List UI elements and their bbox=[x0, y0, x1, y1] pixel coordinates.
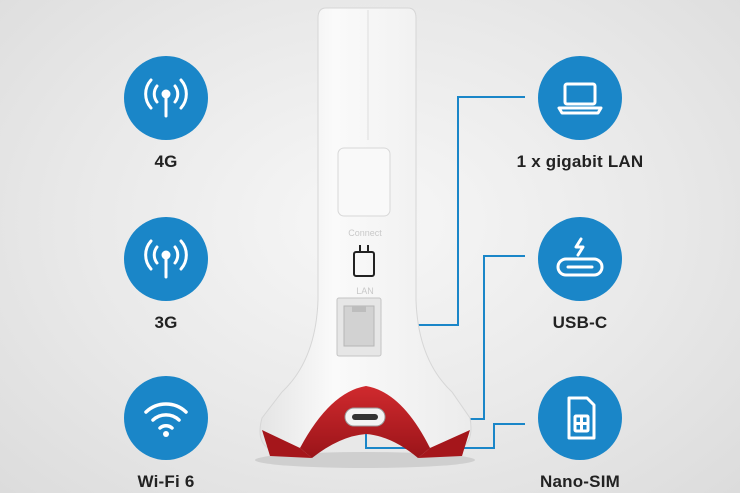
usb-c-icon bbox=[556, 237, 604, 277]
feature-lan: 1 x gigabit LAN bbox=[495, 56, 665, 172]
feature-label-3g: 3G bbox=[154, 313, 178, 332]
lan-connector-line bbox=[410, 96, 525, 326]
lan-port bbox=[336, 297, 382, 357]
antenna-signal-icon bbox=[144, 78, 188, 118]
feature-label-wifi: Wi-Fi 6 bbox=[137, 472, 195, 491]
feature-label-lan: 1 x gigabit LAN bbox=[516, 152, 644, 171]
sim-connector-line bbox=[365, 423, 525, 449]
connect-button[interactable] bbox=[337, 147, 391, 217]
lan-label: LAN bbox=[356, 286, 374, 296]
feature-wifi: Wi-Fi 6 bbox=[96, 376, 236, 492]
connect-label: Connect bbox=[348, 228, 382, 238]
usb-c-port bbox=[344, 407, 386, 427]
feature-label-4g: 4G bbox=[154, 152, 178, 171]
feature-sim: Nano-SIM bbox=[495, 376, 665, 492]
feature-label-usb-c: USB-C bbox=[552, 313, 608, 332]
feature-usb-c: USB-C bbox=[495, 217, 665, 333]
wifi-icon bbox=[144, 402, 188, 437]
plug-icon bbox=[353, 245, 375, 277]
laptop-icon bbox=[557, 82, 603, 115]
sim-card-icon bbox=[567, 396, 596, 440]
feature-3g: 3G bbox=[96, 217, 236, 333]
antenna-signal-icon bbox=[144, 239, 188, 279]
feature-4g: 4G bbox=[96, 56, 236, 172]
feature-label-sim: Nano-SIM bbox=[540, 472, 620, 491]
